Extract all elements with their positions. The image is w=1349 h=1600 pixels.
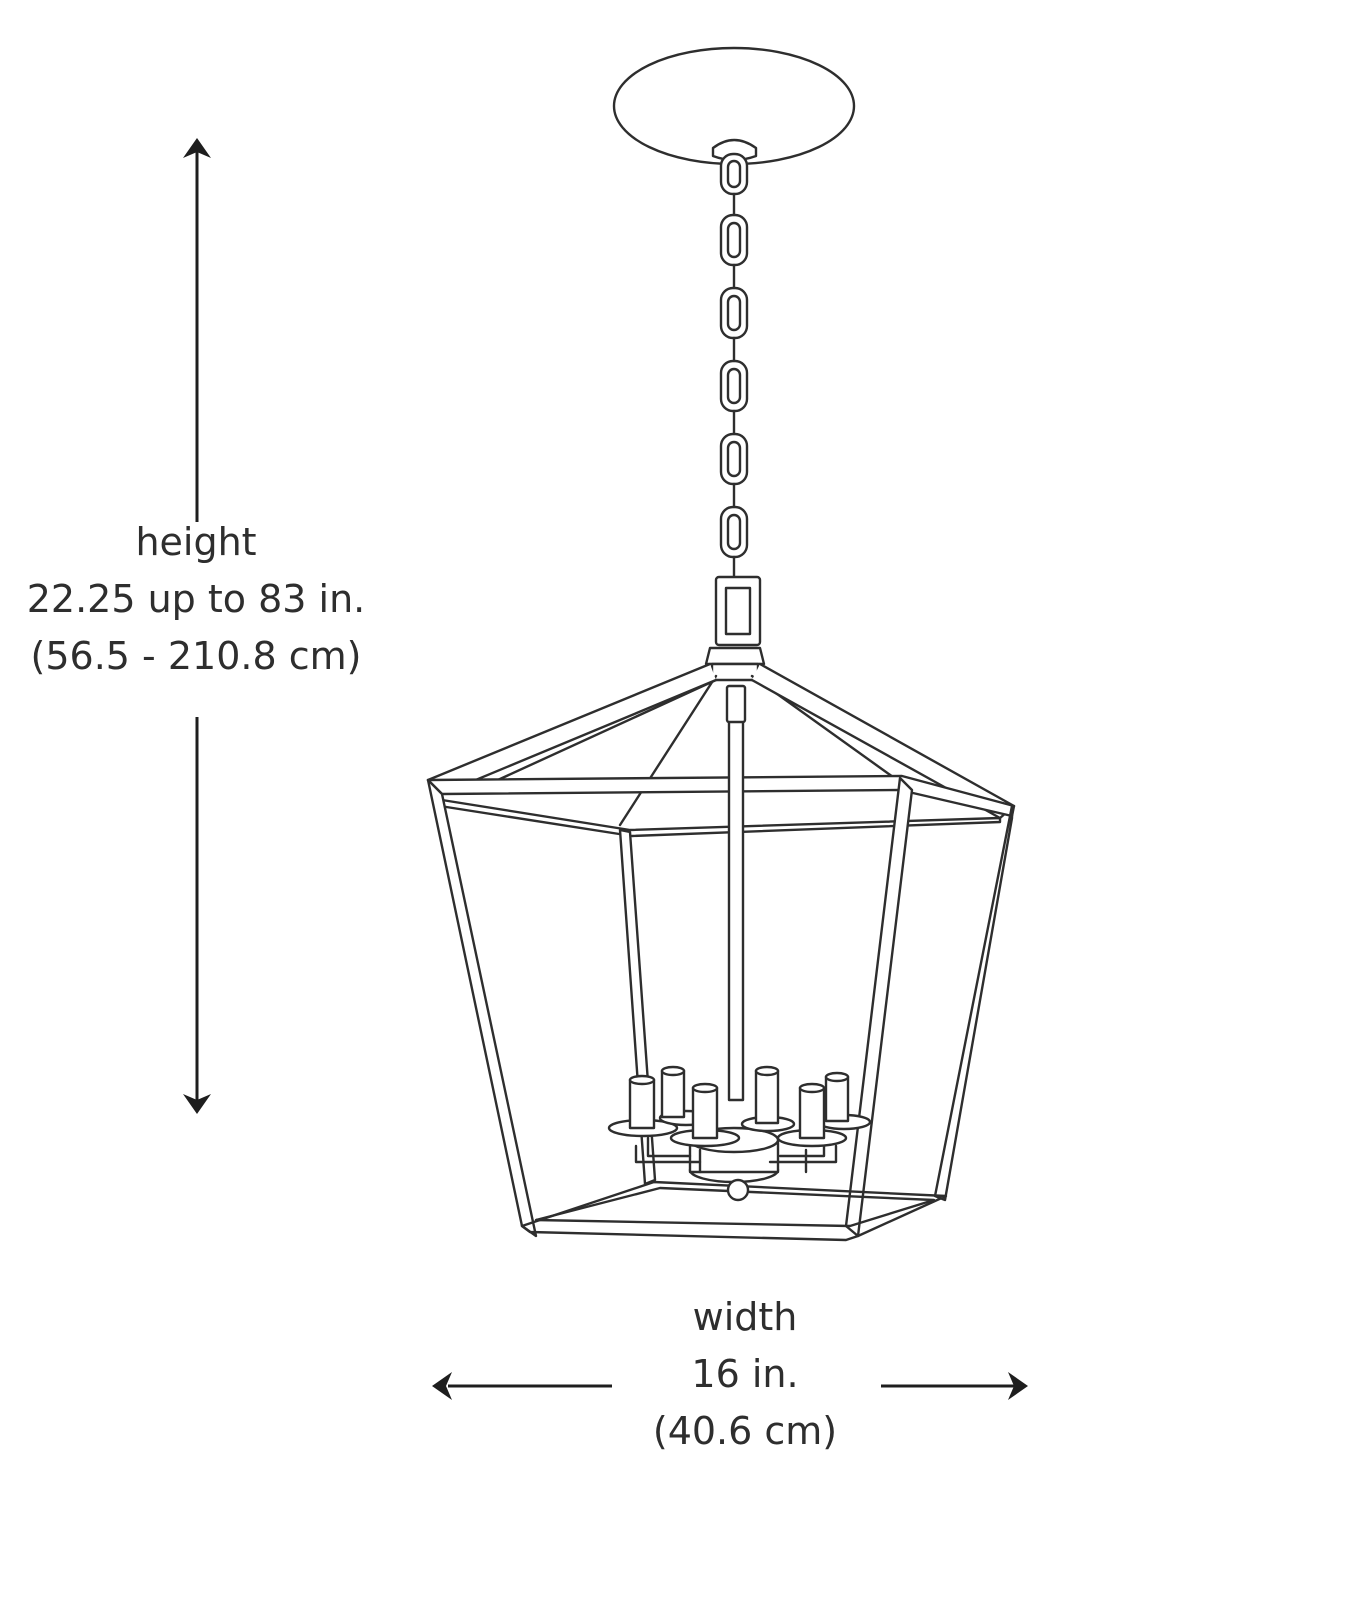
width-inches: 16 in. <box>691 1352 799 1396</box>
width-label: width <box>692 1295 798 1339</box>
frame-left-front <box>426 778 538 1238</box>
height-arrow <box>183 138 211 1114</box>
crown-cap <box>704 646 766 666</box>
height-cm: (56.5 - 210.8 cm) <box>30 634 362 678</box>
height-arrow-up-icon <box>183 138 211 158</box>
frame-right-front <box>844 776 914 1238</box>
width-arrow <box>432 1372 1028 1400</box>
height-inches: 22.25 up to 83 in. <box>26 577 366 621</box>
height-dimension-label: height 22.25 up to 83 in. (56.5 - 210.8 … <box>0 514 392 685</box>
width-arrow-left-icon <box>432 1372 452 1400</box>
width-dimension-label: width 16 in. (40.6 cm) <box>545 1289 945 1460</box>
height-label: height <box>135 520 257 564</box>
width-cm: (40.6 cm) <box>652 1409 838 1453</box>
width-arrow-right-icon <box>1008 1372 1028 1400</box>
frame-right-back <box>933 804 1014 1202</box>
lantern-pendant-drawing <box>426 46 1016 1242</box>
height-arrow-down-icon <box>183 1094 211 1114</box>
candle-cluster <box>607 1065 872 1202</box>
chain <box>719 152 749 592</box>
canopy-mount <box>711 138 758 162</box>
